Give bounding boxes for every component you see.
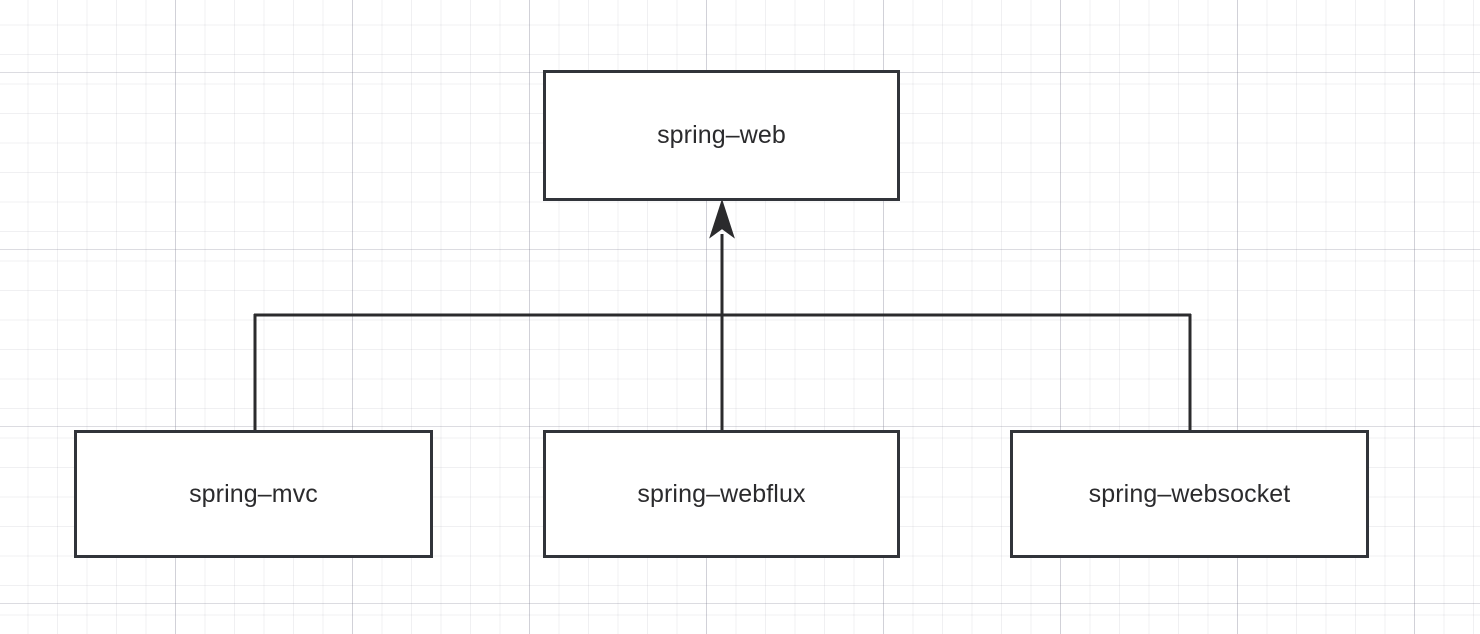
node-label-spring-websocket: spring–websocket <box>1088 479 1291 508</box>
node-label-spring-webflux: spring–webflux <box>637 479 806 508</box>
node-spring-web[interactable]: spring–web <box>543 70 900 201</box>
node-label-spring-mvc: spring–mvc <box>189 479 318 508</box>
node-spring-websocket[interactable]: spring–websocket <box>1010 430 1369 558</box>
node-label-spring-web: spring–web <box>657 121 786 149</box>
arrowhead-icon <box>709 198 735 239</box>
node-spring-mvc[interactable]: spring–mvc <box>74 430 433 558</box>
edge-group <box>253 234 1192 431</box>
node-spring-webflux[interactable]: spring–webflux <box>543 430 900 558</box>
